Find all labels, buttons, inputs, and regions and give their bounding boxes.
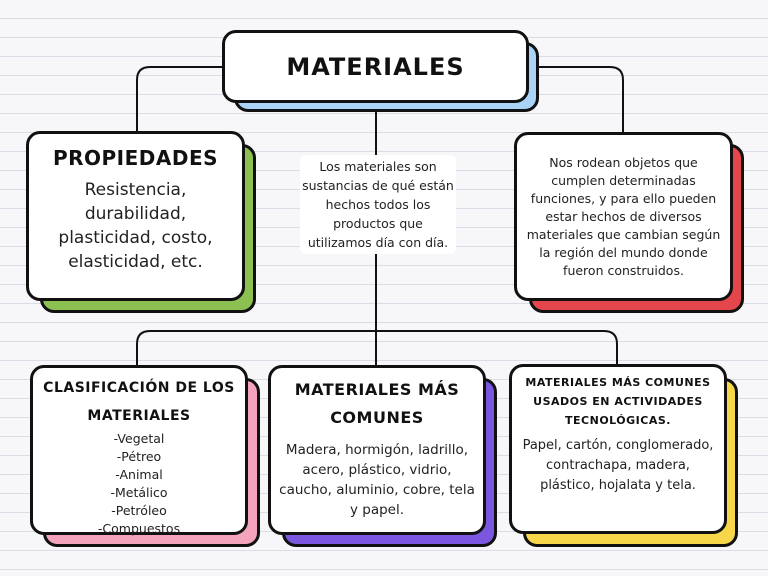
technology-text: Papel, cartón, conglomerado, contrachapa… <box>522 438 714 493</box>
list-item: -Petróleo <box>111 503 167 518</box>
classification-card: CLASIFICACIÓN DE LOS MATERIALES -Vegetal… <box>30 365 248 538</box>
list-item: -Compuestos <box>97 521 181 536</box>
common-card: MATERIALES MÁS COMUNES Madera, hormigón,… <box>268 365 486 535</box>
surroundings-card: Nos rodean objetos que cumplen determina… <box>514 132 733 301</box>
title-card: MATERIALES <box>222 30 529 103</box>
properties-heading: PROPIEDADES <box>52 146 219 170</box>
technology-heading: MATERIALES MÁS COMUNES USADOS EN ACTIVID… <box>525 376 711 427</box>
properties-card: PROPIEDADES Resistencia, durabilidad, pl… <box>26 131 245 301</box>
properties-text: Resistencia, durabilidad, plasticidad, c… <box>58 180 213 272</box>
technology-card: MATERIALES MÁS COMUNES USADOS EN ACTIVID… <box>509 364 727 534</box>
page-title: MATERIALES <box>286 52 465 81</box>
center-description: Los materiales son sustancias de qué est… <box>300 155 456 254</box>
common-text: Madera, hormigón, ladrillo, acero, plást… <box>279 442 475 518</box>
list-item: -Vegetal <box>113 431 165 446</box>
common-heading: MATERIALES MÁS COMUNES <box>294 380 460 427</box>
surroundings-text: Nos rodean objetos que cumplen determina… <box>526 154 721 278</box>
classification-list: -Vegetal -Pétreo -Animal -Metálico -Petr… <box>39 430 239 538</box>
classification-heading: CLASIFICACIÓN DE LOS MATERIALES <box>43 380 235 424</box>
list-item: -Animal <box>115 467 163 482</box>
list-item: -Pétreo <box>116 449 162 464</box>
list-item: -Metálico <box>110 485 168 500</box>
